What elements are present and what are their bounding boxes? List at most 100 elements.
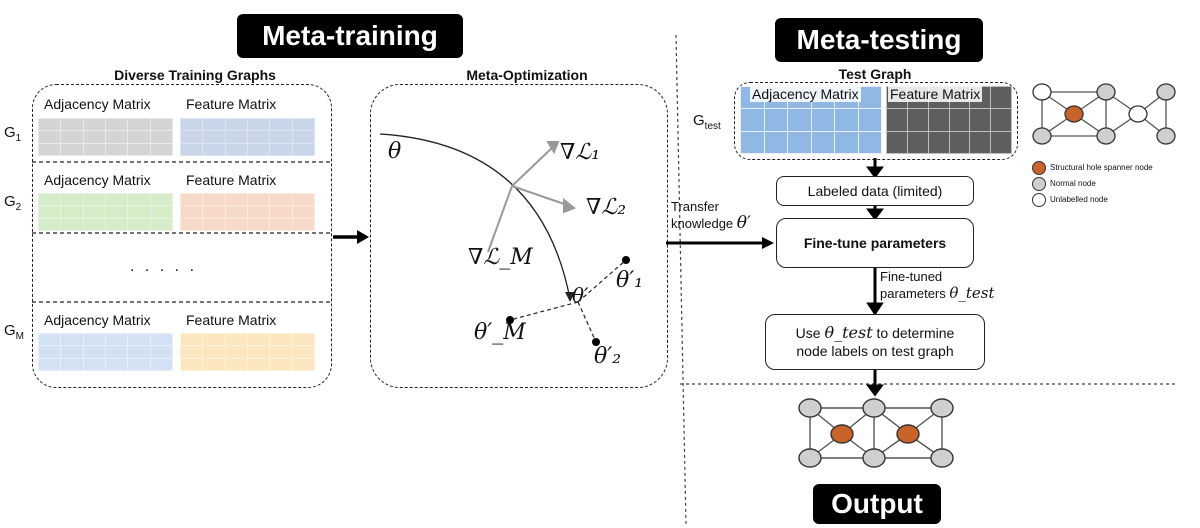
matrix-cell [270,119,292,131]
matrix-cell [203,206,225,218]
matrix-cell [83,346,105,358]
matrix-cell [181,346,203,358]
matrix-cell [225,143,247,155]
use-theta-test-symbol: θ_test [824,323,873,342]
theta-label: θ [388,139,402,164]
spanner-node-swatch [1032,161,1046,175]
gm-adjacency-label: Adjacency Matrix [44,312,151,328]
transfer-line2: knowledge [671,216,734,231]
matrix-cell [106,334,128,346]
matrix-cell [248,218,270,230]
matrix-cell [61,218,83,230]
transfer-line1: Transfer [671,199,719,214]
gtest-label: Gtest [693,112,721,132]
matrix-cell [83,119,105,131]
matrix-cell [128,119,150,131]
matrix-cell [128,131,150,143]
g1-feature-label: Feature Matrix [186,96,277,112]
gradient-l1-label: ∇ℒ₁ [560,140,601,165]
matrix-cell [270,334,292,346]
labeled-data-box: Labeled data (limited) [776,176,974,206]
matrix-cell [83,206,105,218]
matrix-cell [106,206,128,218]
matrix-cell [150,358,172,370]
matrix-cell [928,131,949,153]
theta-test-symbol: θ_test [949,284,995,302]
matrix-cell [39,358,61,370]
matrix-cell [150,131,172,143]
transfer-knowledge-label: Transfer knowledge θ′ [671,198,751,232]
matrix-cell [150,218,172,230]
matrix-cell [61,194,83,206]
matrix-cell [106,143,128,155]
matrix-cell [292,346,314,358]
g2-adjacency-matrix [38,193,173,231]
gm-adjacency-matrix [38,333,173,371]
g2-adjacency-label: Adjacency Matrix [44,172,151,188]
matrix-cell [225,346,247,358]
matrix-cell [741,131,764,153]
matrix-cell [39,194,61,206]
matrix-cell [292,358,314,370]
arrow-transfer [666,237,774,249]
matrix-cell [811,131,834,153]
matrix-cell [225,334,247,346]
matrix-cell [181,131,203,143]
matrix-cell [83,218,105,230]
matrix-cell [150,194,172,206]
g2-feature-label: Feature Matrix [186,172,277,188]
legend-item-normal: Normal node [1032,176,1153,192]
theta-prime-m-label: θ′_M [474,320,526,345]
matrix-cell [928,109,949,131]
matrix-cell [106,358,128,370]
theta-prime-label: θ′ [572,283,589,307]
normal-node-swatch [1032,177,1046,191]
matrix-cell [203,334,225,346]
matrix-cell [150,334,172,346]
g2-feature-matrix [180,193,315,231]
matrix-cell [181,334,203,346]
matrix-cell [150,119,172,131]
matrix-cell [150,143,172,155]
matrix-cell [203,131,225,143]
matrix-cell [835,131,858,153]
matrix-cell [128,143,150,155]
matrix-cell [39,334,61,346]
matrix-cell [270,218,292,230]
matrix-cell [203,358,225,370]
test-network-graph [1032,83,1176,145]
matrix-cell [887,131,907,153]
matrix-cell [106,131,128,143]
training-graphs-box [32,84,332,388]
legend-item-spanner: Structural hole spanner node [1032,160,1153,176]
matrix-cell [106,346,128,358]
matrix-cell [991,131,1011,153]
matrix-cell [83,143,105,155]
matrix-cell [203,346,225,358]
matrix-cell [39,218,61,230]
matrix-cell [128,206,150,218]
output-network-graph [798,398,954,468]
matrix-cell [907,131,928,153]
matrix-cell [61,206,83,218]
matrix-cell [292,334,314,346]
matrix-cell [949,131,970,153]
matrix-cell [270,206,292,218]
matrix-cell [106,194,128,206]
matrix-cell [83,334,105,346]
graph-label-gm: GM [4,322,25,342]
matrix-cell [248,131,270,143]
use-theta-box: Use θ_test to determine node labels on t… [765,314,985,370]
matrix-cell [811,109,834,131]
g1-adjacency-label: Adjacency Matrix [44,96,151,112]
matrix-cell [225,218,247,230]
matrix-cell [181,206,203,218]
testing-flow-arrows [866,158,884,397]
fine-tuned-line2: parameters [880,286,946,301]
matrix-cell [858,87,881,109]
legend-item-unlabelled: Unlabelled node [1032,192,1153,208]
training-separators [32,161,330,303]
matrix-cell [83,358,105,370]
matrix-cell [248,194,270,206]
test-graph-title: Test Graph [838,66,912,82]
